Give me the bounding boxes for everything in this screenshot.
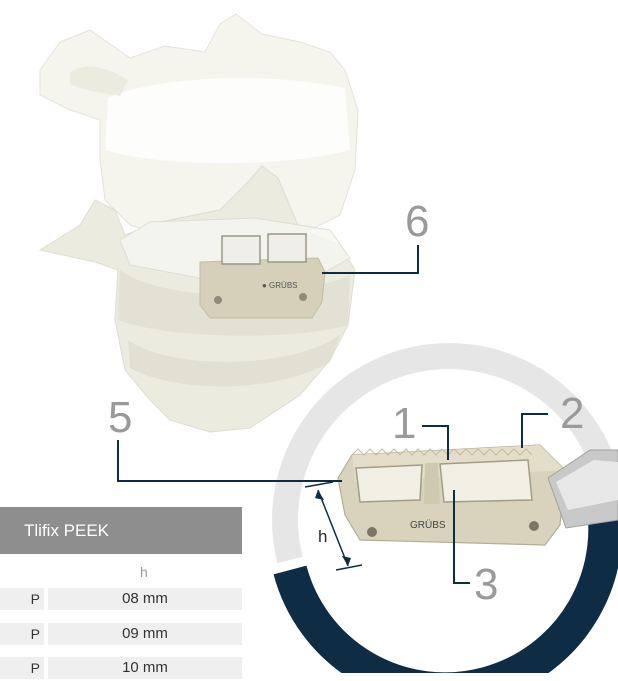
table-title: Tlifix PEEK <box>0 507 242 554</box>
callout-2: 2 <box>560 392 584 436</box>
table-cell-height: 09 mm <box>48 623 242 645</box>
table-row: P 08 mm <box>0 588 242 612</box>
callout-3: 3 <box>474 563 498 607</box>
table-column-header: h <box>140 564 148 580</box>
table-row: P 10 mm <box>0 657 242 681</box>
table-cell-height: 08 mm <box>48 588 242 610</box>
table-cell-cut: P <box>0 588 44 610</box>
callout-5: 5 <box>108 396 132 440</box>
table-row: P 09 mm <box>0 623 242 647</box>
height-label: h <box>318 527 327 547</box>
svg-text:● GRÜBS: ● GRÜBS <box>262 281 298 290</box>
table-cell-cut: P <box>0 657 44 679</box>
implant-brand: GRÜBS <box>410 519 446 531</box>
callout-6: 6 <box>405 200 429 244</box>
table-cell-cut: P <box>0 623 44 645</box>
upper-vertebra <box>40 14 358 245</box>
callout-1: 1 <box>392 402 416 446</box>
implant-closeup: GRÜBS <box>338 445 618 545</box>
callout-2-leader <box>522 414 548 448</box>
table-cell-height: 10 mm <box>48 657 242 679</box>
